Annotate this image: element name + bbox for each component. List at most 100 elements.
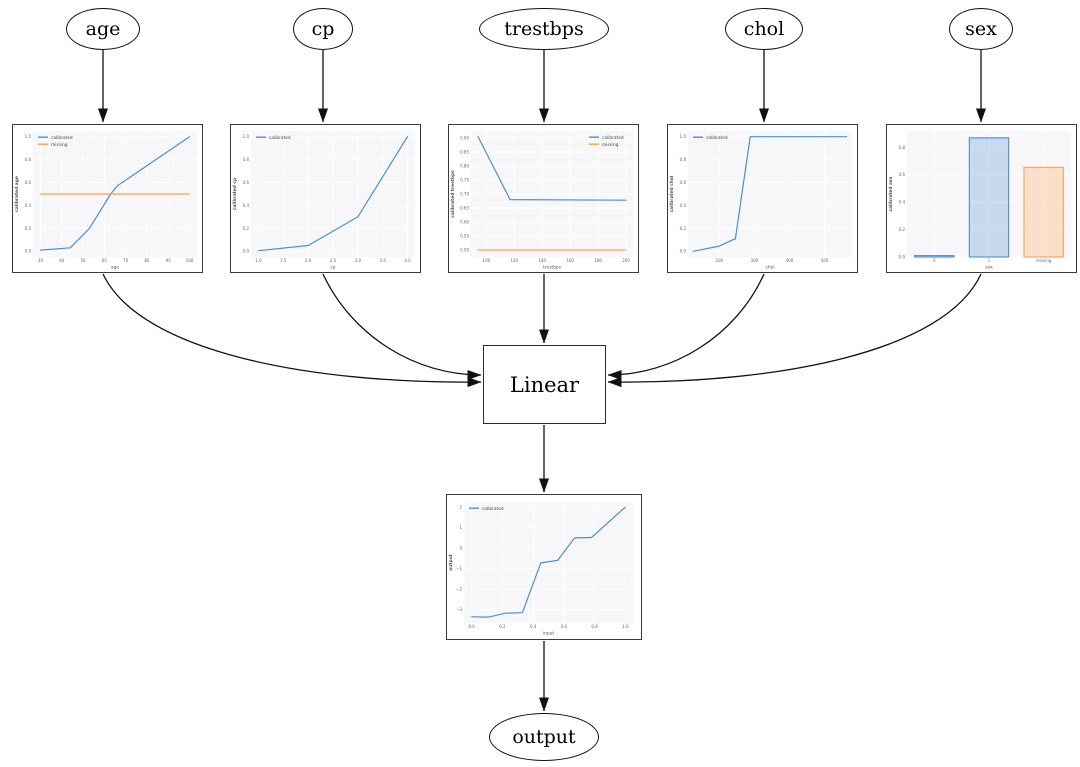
svg-text:0.6: 0.6 — [899, 172, 906, 177]
x-axis-label: input — [543, 631, 555, 637]
svg-text:200: 200 — [622, 258, 630, 263]
legend-label-calibrated: calibrated — [482, 506, 504, 512]
grid — [251, 131, 415, 257]
node-output-label: output — [512, 726, 576, 748]
svg-text:1.0: 1.0 — [255, 258, 262, 263]
legend-label-calibrated: calibrated — [706, 135, 728, 141]
svg-text:0.90: 0.90 — [460, 135, 469, 140]
svg-text:0.4: 0.4 — [25, 203, 32, 208]
grid — [464, 502, 633, 623]
svg-text:1.0: 1.0 — [243, 134, 250, 139]
legend: calibrated — [469, 506, 504, 512]
svg-text:100: 100 — [186, 258, 194, 263]
svg-text:400: 400 — [786, 258, 794, 263]
svg-text:0.8: 0.8 — [591, 624, 598, 629]
node-output: output — [489, 713, 599, 761]
svg-text:0.6: 0.6 — [25, 180, 32, 185]
y-axis-ticks: 0.00.20.40.60.8 — [899, 145, 906, 260]
svg-text:80: 80 — [144, 258, 150, 263]
legend-label-calibrated: calibrated — [51, 135, 73, 141]
svg-text:0.4: 0.4 — [680, 203, 687, 208]
node-chol-label: chol — [743, 18, 785, 40]
svg-text:0.6: 0.6 — [680, 180, 687, 185]
series-calibrated — [471, 506, 626, 618]
node-trestbps-label: trestbps — [504, 18, 584, 40]
svg-text:0.0: 0.0 — [680, 249, 687, 254]
node-age: age — [66, 8, 140, 50]
svg-text:30: 30 — [38, 258, 44, 263]
node-age-label: age — [85, 18, 121, 40]
edge-sex-chart-to-linear — [607, 273, 982, 388]
svg-text:0.8: 0.8 — [680, 157, 687, 162]
svg-text:0.0: 0.0 — [468, 624, 475, 629]
svg-text:0.75: 0.75 — [460, 177, 469, 182]
node-cp-label: cp — [311, 18, 335, 40]
plot-background — [688, 131, 852, 257]
svg-text:1.0: 1.0 — [680, 134, 687, 139]
svg-text:0.55: 0.55 — [460, 233, 469, 238]
bars — [914, 137, 1064, 258]
bar-1 — [968, 137, 1010, 258]
series-calibrated — [39, 136, 191, 251]
svg-text:0.4: 0.4 — [243, 203, 250, 208]
svg-text:0.6: 0.6 — [243, 180, 250, 185]
svg-text:0.6: 0.6 — [561, 624, 568, 629]
svg-text:0.8: 0.8 — [899, 145, 906, 150]
y-axis-ticks: 0.0 0.2 0.4 0.6 0.8 1.0 — [680, 134, 687, 254]
svg-text:0.2: 0.2 — [680, 226, 687, 231]
y-axis-label: output — [448, 554, 454, 571]
legend-label-calibrated: calibrated — [269, 135, 291, 141]
svg-text:2.0: 2.0 — [305, 258, 312, 263]
svg-text:−3: −3 — [456, 607, 462, 612]
edge-chol-chart-to-linear — [607, 273, 765, 380]
svg-text:4.0: 4.0 — [404, 258, 411, 263]
svg-text:1: 1 — [988, 258, 991, 263]
svg-text:2.5: 2.5 — [330, 258, 337, 263]
legend: calibrated — [693, 135, 728, 141]
x-axis-label: cp — [330, 266, 335, 271]
svg-text:0.2: 0.2 — [243, 226, 250, 231]
svg-text:0.4: 0.4 — [530, 624, 537, 629]
svg-text:0.2: 0.2 — [899, 227, 906, 232]
node-cp: cp — [293, 8, 353, 50]
svg-text:500: 500 — [821, 258, 829, 263]
svg-text:160: 160 — [566, 258, 574, 263]
bar-missing — [1023, 166, 1064, 258]
node-linear: Linear — [483, 345, 606, 424]
y-axis-ticks: 0.00.20.40.60.81.0 — [243, 134, 250, 254]
svg-text:2: 2 — [459, 505, 462, 510]
svg-text:0.65: 0.65 — [460, 205, 469, 210]
svg-text:60: 60 — [102, 258, 108, 263]
svg-text:50: 50 — [81, 258, 87, 263]
svg-text:1.5: 1.5 — [280, 258, 287, 263]
node-trestbps: trestbps — [479, 8, 609, 50]
legend-label-missing: missing — [51, 142, 68, 148]
y-axis-label: calibrated sex — [888, 176, 894, 211]
svg-text:−2: −2 — [456, 587, 462, 592]
svg-text:missing: missing — [1036, 258, 1052, 263]
svg-text:0.0: 0.0 — [243, 249, 250, 254]
svg-text:0.0: 0.0 — [899, 254, 906, 259]
svg-text:0.0: 0.0 — [25, 249, 32, 254]
svg-text:120: 120 — [510, 258, 518, 263]
svg-text:140: 140 — [538, 258, 546, 263]
x-axis-label: sex — [985, 266, 993, 271]
y-axis-ticks: 0.500.550.600.650.700.750.800.850.90 — [460, 135, 469, 252]
svg-text:0.8: 0.8 — [25, 157, 32, 162]
svg-text:0: 0 — [933, 258, 936, 263]
svg-text:0.80: 0.80 — [460, 163, 469, 168]
legend: calibrated — [256, 135, 291, 141]
